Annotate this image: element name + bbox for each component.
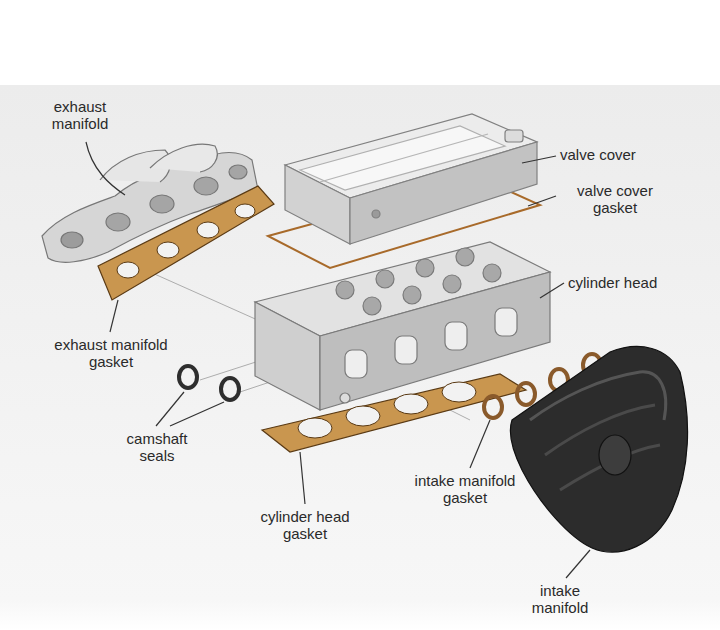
- part-label: valve cover gasket: [560, 182, 670, 216]
- part-label: cylinder head: [568, 274, 688, 291]
- head-gasket: [262, 374, 526, 452]
- part-label: exhaust manifold: [35, 98, 125, 132]
- exhaust-gasket: [98, 186, 274, 300]
- part-label: intake manifold: [520, 582, 600, 616]
- valve-cover: [285, 114, 537, 244]
- camshaft-seals: [179, 366, 239, 400]
- part-label: valve cover: [560, 146, 670, 163]
- leader-lines: [86, 142, 590, 578]
- part-label: camshaft seals: [112, 430, 202, 464]
- part-label: cylinder head gasket: [245, 508, 365, 542]
- part-label: exhaust manifold gasket: [36, 336, 186, 370]
- intake-manifold: [510, 346, 687, 552]
- part-label: intake manifold gasket: [395, 472, 535, 506]
